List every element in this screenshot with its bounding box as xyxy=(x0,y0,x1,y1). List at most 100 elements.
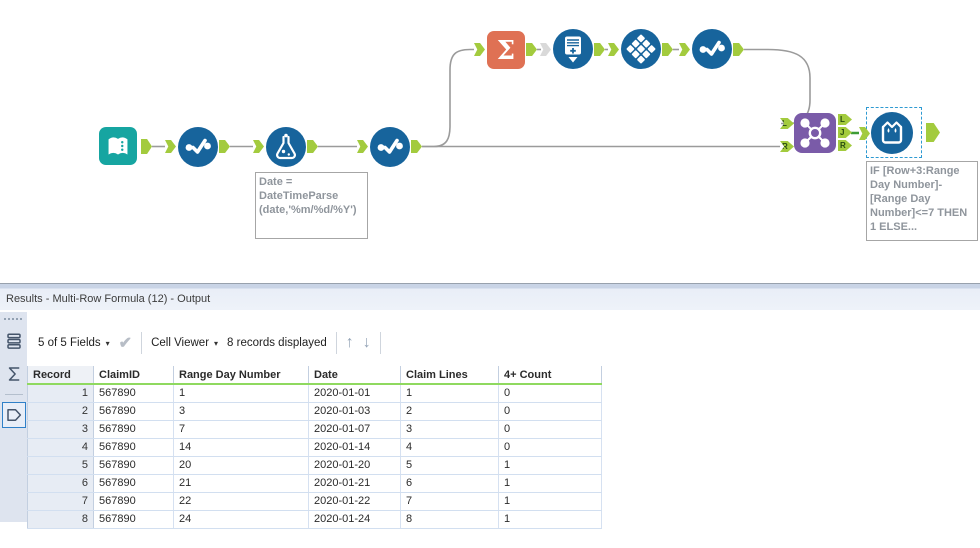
data-cell[interactable]: 3 xyxy=(173,402,309,421)
data-cell[interactable]: 567890 xyxy=(93,384,174,403)
data-cell[interactable]: 567890 xyxy=(93,420,174,439)
tool-formula[interactable] xyxy=(266,127,306,167)
data-cell[interactable]: 8 xyxy=(400,510,499,529)
join-input-anchor-R[interactable]: R xyxy=(780,141,794,152)
join-input-anchor-L[interactable]: L xyxy=(780,118,794,129)
record-number-cell[interactable]: 6 xyxy=(27,474,94,493)
tool-input-data[interactable] xyxy=(99,127,137,165)
data-cell[interactable]: 567890 xyxy=(93,402,174,421)
data-cell[interactable]: 5 xyxy=(400,456,499,475)
column-header[interactable]: Record xyxy=(27,366,94,385)
formula-input-anchor[interactable] xyxy=(253,140,264,153)
data-cell[interactable]: 2020-01-14 xyxy=(308,438,401,457)
column-header[interactable]: 4+ Count xyxy=(498,366,602,385)
data-cell[interactable]: 1 xyxy=(498,474,602,493)
multi-row-annotation[interactable]: IF [Row+3:Range Day Number]-[Range Day N… xyxy=(866,161,978,241)
join-output-anchor-L[interactable]: L xyxy=(838,114,852,125)
data-cell[interactable]: 567890 xyxy=(93,510,174,529)
select1-output-anchor[interactable] xyxy=(219,140,230,153)
record-number-cell[interactable]: 4 xyxy=(27,438,94,457)
tool-join[interactable] xyxy=(794,113,836,153)
tool-select-3[interactable] xyxy=(692,29,732,69)
drag-handle-icon[interactable] xyxy=(3,318,24,320)
data-cell[interactable]: 1 xyxy=(400,384,499,403)
tool-select-1[interactable] xyxy=(178,127,218,167)
multi-row-input-anchor[interactable] xyxy=(859,127,870,140)
data-cell[interactable]: 0 xyxy=(498,384,602,403)
data-cell[interactable]: 6 xyxy=(400,474,499,493)
panel-splitter[interactable] xyxy=(0,283,980,284)
data-cell[interactable]: 24 xyxy=(173,510,309,529)
data-cell[interactable]: 567890 xyxy=(93,456,174,475)
fields-dropdown[interactable]: 5 of 5 Fields ▾ xyxy=(38,337,110,349)
select2-input-anchor[interactable] xyxy=(357,140,368,153)
data-cell[interactable]: 7 xyxy=(400,492,499,511)
data-cell[interactable]: 21 xyxy=(173,474,309,493)
data-cell[interactable]: 2020-01-24 xyxy=(308,510,401,529)
data-cell[interactable]: 20 xyxy=(173,456,309,475)
column-header[interactable]: ClaimID xyxy=(93,366,174,385)
tool-multi-row-formula[interactable] xyxy=(871,112,913,154)
data-cell[interactable]: 0 xyxy=(498,402,602,421)
data-cell[interactable]: 1 xyxy=(498,510,602,529)
data-cell[interactable]: 2020-01-03 xyxy=(308,402,401,421)
output-anchor-button-selected[interactable] xyxy=(1,402,26,428)
summarize-output-anchor[interactable] xyxy=(526,43,537,56)
generate-rows-input-anchor[interactable] xyxy=(540,43,551,56)
data-cell[interactable]: 2020-01-22 xyxy=(308,492,401,511)
select3-input-anchor[interactable] xyxy=(679,43,690,56)
data-cell[interactable]: 1 xyxy=(498,492,602,511)
column-header[interactable]: Date xyxy=(308,366,401,385)
record-number-cell[interactable]: 8 xyxy=(27,510,94,529)
cross-tab-input-anchor[interactable] xyxy=(608,43,619,56)
data-cell[interactable]: 2020-01-20 xyxy=(308,456,401,475)
data-cell[interactable]: 7 xyxy=(173,420,309,439)
tool-cross-tab[interactable] xyxy=(621,29,661,69)
data-cell[interactable]: 2020-01-01 xyxy=(308,384,401,403)
select3-output-anchor[interactable] xyxy=(733,43,744,56)
data-cell[interactable]: 567890 xyxy=(93,474,174,493)
data-cell[interactable]: 14 xyxy=(173,438,309,457)
cell-viewer-dropdown[interactable]: Cell Viewer ▾ xyxy=(151,337,218,349)
select2-output-anchor[interactable] xyxy=(411,140,422,153)
data-cell[interactable]: 567890 xyxy=(93,438,174,457)
apply-check-icon[interactable]: ✔ xyxy=(118,335,133,352)
data-cell[interactable]: 2020-01-21 xyxy=(308,474,401,493)
results-grid-button[interactable] xyxy=(3,329,25,353)
select1-input-anchor[interactable] xyxy=(165,140,176,153)
formula-output-anchor[interactable] xyxy=(307,140,318,153)
input-anchor-button[interactable] xyxy=(3,362,25,386)
record-number-cell[interactable]: 2 xyxy=(27,402,94,421)
generate-rows-output-anchor[interactable] xyxy=(594,43,605,56)
data-cell[interactable]: 567890 xyxy=(93,492,174,511)
tool-summarize[interactable]: Σ xyxy=(487,31,525,69)
join-output-anchor-J[interactable]: J xyxy=(838,127,852,138)
scroll-up-button[interactable]: ↑ xyxy=(345,334,354,351)
data-cell[interactable]: 22 xyxy=(173,492,309,511)
input-data-output-anchor[interactable] xyxy=(141,139,152,154)
summarize-input-anchor[interactable] xyxy=(474,43,485,56)
data-cell[interactable]: 1 xyxy=(498,456,602,475)
record-number-cell[interactable]: 3 xyxy=(27,420,94,439)
column-header[interactable]: Range Day Number xyxy=(173,366,309,385)
data-cell[interactable]: 0 xyxy=(498,420,602,439)
data-cell[interactable]: 0 xyxy=(498,438,602,457)
data-cell[interactable]: 2 xyxy=(400,402,499,421)
tool-generate-rows[interactable] xyxy=(553,29,593,69)
record-number-cell[interactable]: 5 xyxy=(27,456,94,475)
cross-tab-output-anchor[interactable] xyxy=(662,43,673,56)
data-cell[interactable]: 3 xyxy=(400,420,499,439)
scroll-down-button[interactable]: ↓ xyxy=(362,334,371,351)
formula-annotation[interactable]: Date = DateTimeParse (date,'%m/%d/%Y') xyxy=(255,172,368,239)
data-cell[interactable]: 1 xyxy=(173,384,309,403)
tool-select-2[interactable] xyxy=(370,127,410,167)
multi-row-output-anchor[interactable] xyxy=(926,123,940,142)
column-header[interactable]: Claim Lines xyxy=(400,366,499,385)
workflow-canvas[interactable]: Σ xyxy=(0,0,980,283)
join-output-anchor-R[interactable]: R xyxy=(838,140,852,151)
record-number-cell[interactable]: 7 xyxy=(27,492,94,511)
data-cell[interactable]: 2020-01-07 xyxy=(308,420,401,439)
record-number-cell[interactable]: 1 xyxy=(27,384,94,403)
wire-select-summarize[interactable] xyxy=(422,48,474,148)
data-cell[interactable]: 4 xyxy=(400,438,499,457)
